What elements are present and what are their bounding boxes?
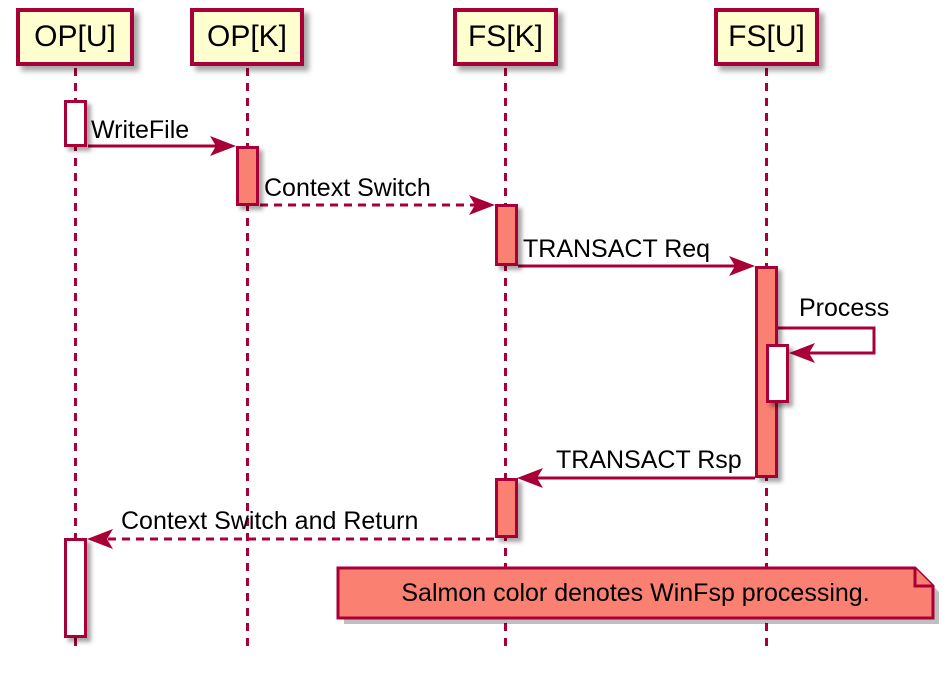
- arrowhead-transact-req: [729, 256, 755, 276]
- arrowhead-transact-rsp: [517, 468, 543, 488]
- note-shape: [336, 566, 935, 620]
- participant-label: FS[K]: [467, 20, 543, 53]
- participant-label: OP[K]: [206, 20, 288, 53]
- participant-op-u: OP[U]: [16, 8, 134, 66]
- activation-fs-u-nested: [766, 344, 789, 403]
- activation-op-u-2: [64, 538, 87, 638]
- arrowhead-context-switch: [469, 195, 495, 215]
- participant-fs-k: FS[K]: [453, 8, 558, 66]
- activation-op-u-1: [64, 100, 87, 147]
- participant-label: FS[U]: [728, 20, 805, 53]
- participant-label: OP[U]: [34, 20, 116, 53]
- activation-fs-k-2: [495, 478, 518, 538]
- activation-fs-k-1: [495, 204, 518, 266]
- message-label-transact-rsp: TRANSACT Rsp: [556, 446, 742, 474]
- activation-op-k: [236, 146, 259, 206]
- message-label-context-switch-return: Context Switch and Return: [121, 507, 419, 535]
- participant-fs-u: FS[U]: [714, 8, 819, 66]
- arrowhead-process: [789, 343, 815, 363]
- message-label-context-switch: Context Switch: [264, 174, 431, 202]
- note-text: Salmon color denotes WinFsp processing.: [401, 579, 870, 607]
- arrow-process-self-loop: [778, 326, 876, 355]
- note-fold-icon: [913, 568, 933, 588]
- arrowhead-context-switch-return: [87, 529, 113, 549]
- message-label-process: Process: [799, 294, 890, 322]
- arrowhead-writefile: [210, 136, 236, 156]
- message-label-transact-req: TRANSACT Req: [523, 235, 711, 263]
- participant-op-k: OP[K]: [190, 8, 304, 66]
- message-label-writefile: WriteFile: [91, 116, 190, 144]
